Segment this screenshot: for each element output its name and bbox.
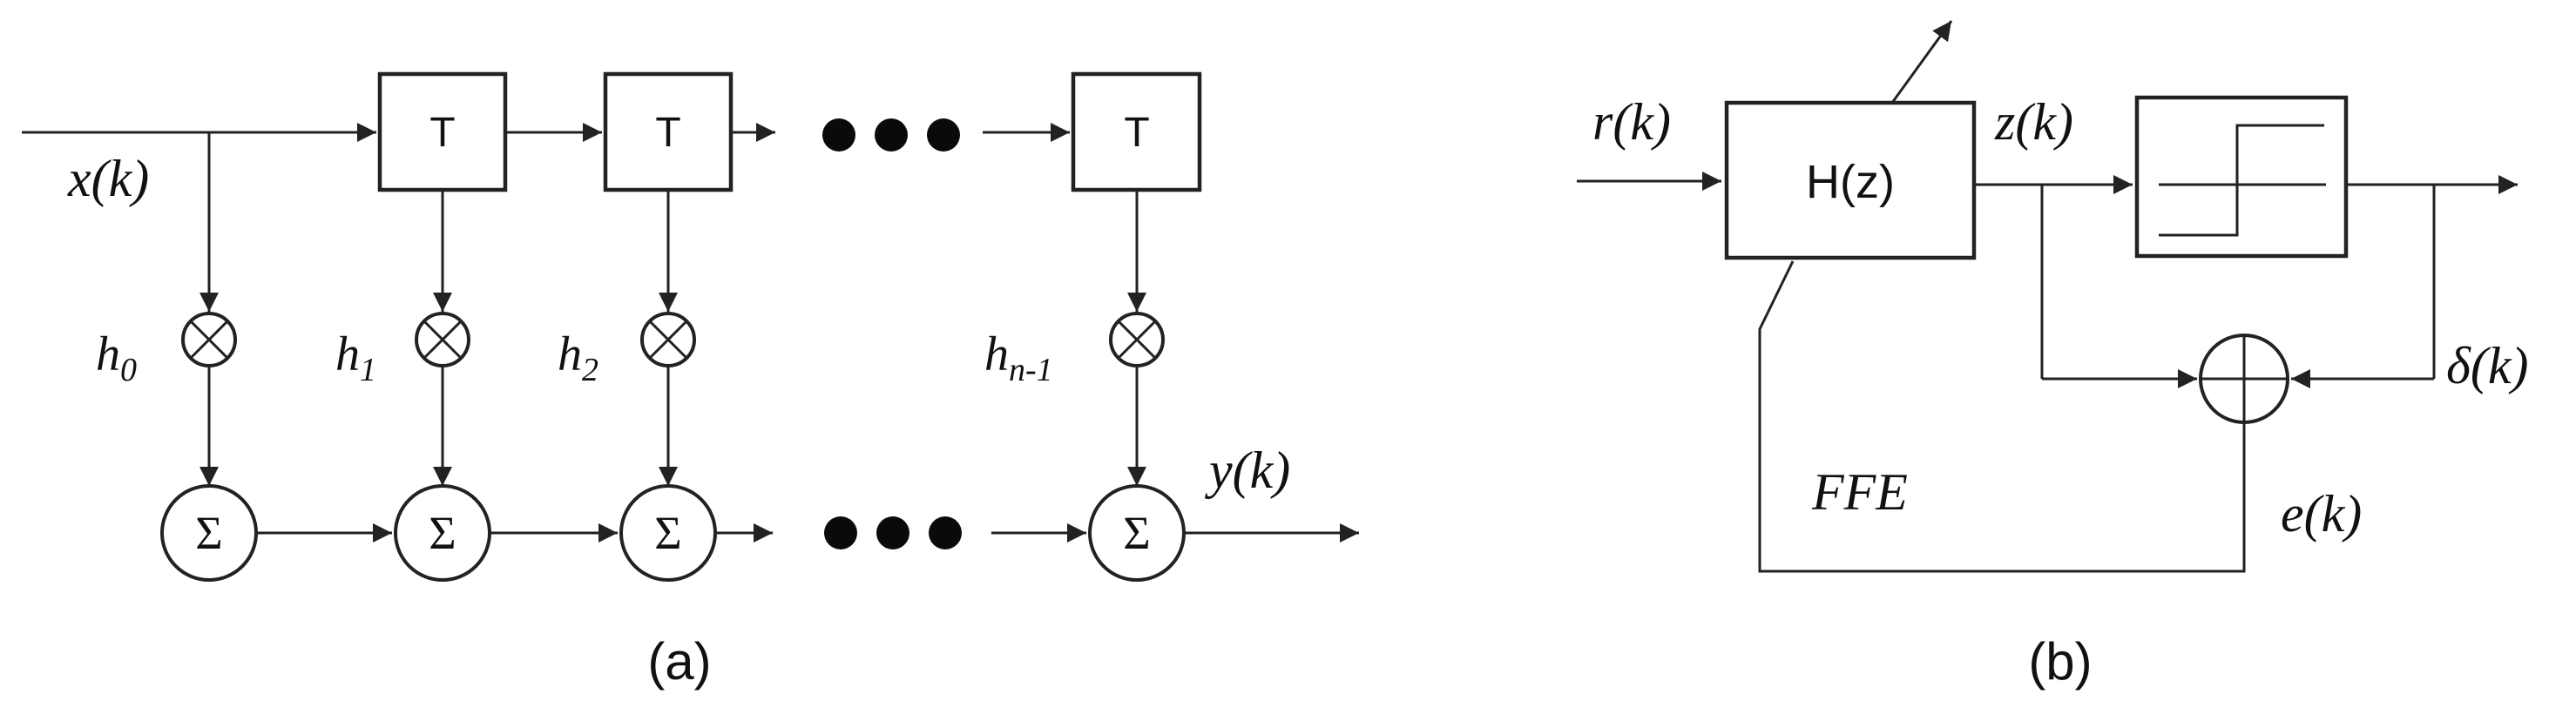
summer-icon: Σ [394, 484, 491, 582]
delay-label-2: T [655, 110, 680, 156]
summer-icon: Σ [619, 484, 717, 582]
svg-text:Σ: Σ [1123, 507, 1150, 559]
svg-text:Σ: Σ [654, 507, 681, 559]
input-label: x(k) [67, 150, 149, 207]
slicer-icon [2134, 95, 2349, 259]
svg-text:Σ: Σ [429, 507, 456, 559]
tap-label-1: h1 [335, 327, 376, 388]
svg-text:Σ: Σ [195, 507, 222, 559]
error-feedback-line [1758, 260, 2246, 573]
output-label: y(k) [1204, 441, 1290, 499]
filter-block [1724, 100, 1977, 260]
sum-chain-ellipsis [824, 516, 962, 549]
delay-block-2 [603, 71, 734, 192]
decision-label: δ(k) [2446, 337, 2528, 394]
delay-block-n [1071, 71, 1202, 192]
panel-b-adaptive-ffe: r(k) H(z) z(k) δ(k) e(k [1577, 20, 2528, 691]
tap-label-0: h0 [96, 327, 137, 388]
filter-label: H(z) [1806, 156, 1895, 208]
summer-icon: Σ [160, 484, 258, 582]
summer-icon: Σ [1088, 484, 1186, 582]
delay-label-1: T [429, 110, 455, 156]
adder-icon [2199, 334, 2289, 424]
multiplier-icon [181, 312, 237, 367]
multiplier-icon [415, 312, 470, 367]
caption-b: (b) [2028, 632, 2092, 691]
filter-output-label: z(k) [1994, 93, 2073, 151]
panel-a-fir-filter: T T T [22, 71, 1359, 691]
multiplier-icon [1109, 312, 1165, 367]
tap-label-2: h2 [558, 327, 598, 388]
tap-label-n: hn-1 [984, 327, 1053, 388]
error-label: e(k) [2281, 485, 2362, 543]
delay-label-n: T [1124, 110, 1149, 156]
multiplier-icon [640, 312, 696, 367]
caption-a: (a) [647, 632, 711, 691]
delay-block-1 [377, 71, 508, 192]
ffe-input-label: r(k) [1592, 93, 1671, 151]
delay-chain-ellipsis [822, 118, 960, 152]
ffe-label: FFE [1811, 463, 1908, 521]
adaptation-arrow [1890, 20, 1953, 104]
